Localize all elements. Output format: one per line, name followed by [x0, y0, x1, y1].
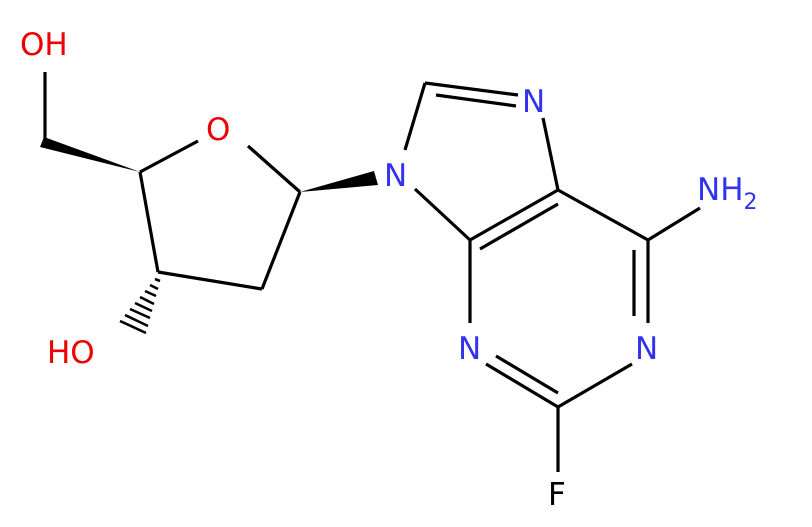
label-oh-top: OH [20, 27, 68, 63]
bond-c4-o [139, 139, 199, 174]
bond-c2-n3-second [495, 354, 559, 395]
atom-labels: OH O HO N N NH2 N N F [20, 27, 758, 513]
bond-c3-c4 [138, 171, 160, 273]
bond-c2-n3 [485, 362, 559, 409]
bond-c4-c5 [469, 188, 559, 242]
label-n3: N [458, 331, 481, 367]
bond-c8-n7-second [435, 93, 517, 108]
bond-o-c1 [246, 144, 302, 194]
label-n7: N [522, 84, 545, 120]
bond-n9-c4 [413, 187, 472, 242]
label-nh2-main: NH [697, 172, 744, 208]
label-n9: N [384, 158, 407, 194]
bond-n9-c8 [403, 82, 427, 151]
bond-c4-c5-second [479, 202, 559, 251]
bond-n7-c5 [541, 117, 560, 191]
label-ho-left: HO [47, 335, 95, 371]
bond-c1-c2 [260, 191, 302, 290]
wedge-bond-c1-n9 [300, 171, 378, 192]
bond-c8-n7 [424, 81, 519, 97]
bonds [40, 72, 701, 472]
label-fluorine: F [548, 477, 566, 513]
bond-n1-c2 [557, 362, 633, 409]
wedge-bond-c4-ch2 [40, 137, 140, 172]
hash-bond-c3-oh [119, 277, 161, 335]
label-n1: N [635, 331, 658, 367]
label-nh2-subscript: 2 [744, 190, 758, 215]
bond-c5-c6 [557, 188, 649, 242]
label-ring-oxygen: O [206, 112, 230, 148]
label-nh2: NH2 [697, 172, 758, 215]
bond-c6-nh2 [647, 206, 701, 242]
bond-c2-c3 [157, 270, 263, 291]
